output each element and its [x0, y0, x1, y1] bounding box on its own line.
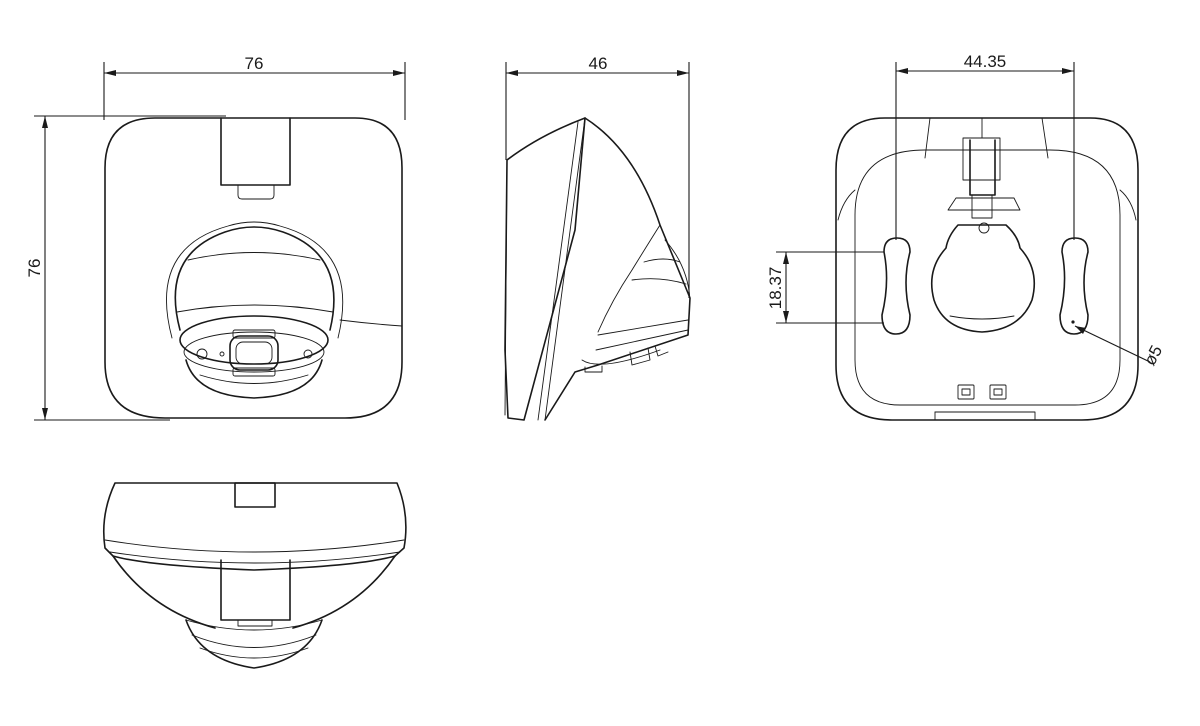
front-view	[104, 117, 403, 419]
dimension-hole-diameter: ø5	[1074, 325, 1166, 369]
dimension-label-height: 76	[25, 259, 44, 278]
back-view	[835, 117, 1139, 421]
dimension-front-height: 76	[25, 115, 226, 421]
dimension-front-width: 76	[103, 54, 406, 120]
dimension-label-depth: 46	[589, 54, 608, 73]
bottom-view	[102, 482, 407, 669]
dimension-hole-spacing: 44.35	[895, 52, 1075, 240]
side-view	[504, 117, 691, 421]
dimension-label-spacing: 44.35	[964, 52, 1007, 71]
dimension-slot-length: 18.37	[766, 251, 884, 324]
dimension-side-depth: 46	[505, 54, 690, 298]
dimension-label-slot: 18.37	[766, 267, 785, 310]
dimension-label-diameter: ø5	[1140, 342, 1166, 368]
dimension-label-width: 76	[245, 54, 264, 73]
